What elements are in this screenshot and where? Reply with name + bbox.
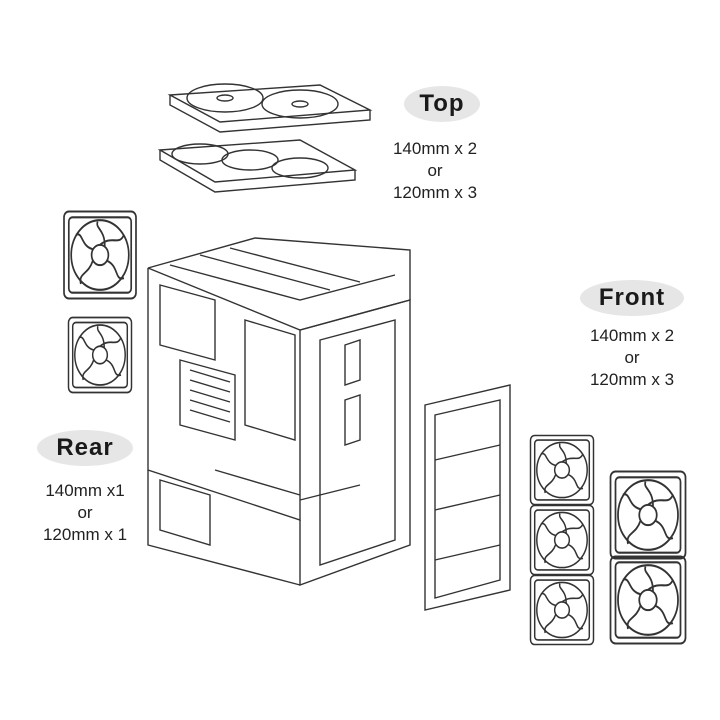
- top-spec-line1: 140mm x 2: [392, 139, 478, 158]
- top-spec-or: or: [427, 161, 443, 180]
- rear-fan-120: [67, 316, 133, 394]
- top-spec-line3: 120mm x 3: [392, 183, 478, 202]
- front-spec-line1: 140mm x 2: [589, 326, 675, 345]
- rear-spec: 140mm x1 or 120mm x 1: [15, 480, 155, 546]
- front-spec-or: or: [624, 348, 640, 367]
- top-fan-tray-120: [157, 139, 358, 193]
- front-label: Front: [580, 280, 684, 316]
- front-fan-120-2: [529, 504, 595, 576]
- front-spec-line3: 120mm x 3: [589, 370, 675, 389]
- front-spec: 140mm x 2 or 120mm x 3: [562, 325, 702, 391]
- front-fan-140-1: [609, 470, 687, 560]
- rear-spec-line1: 140mm x1: [45, 481, 125, 500]
- top-fan-tray-140: [167, 83, 373, 133]
- pc-case: [147, 237, 411, 586]
- front-fan-120-1: [529, 434, 595, 506]
- rear-spec-or: or: [77, 503, 93, 522]
- front-fan-140-2: [609, 555, 687, 645]
- top-label: Top: [404, 86, 480, 122]
- front-fan-120-3: [529, 574, 595, 646]
- rear-spec-line3: 120mm x 1: [42, 525, 128, 544]
- rear-label: Rear: [37, 430, 133, 466]
- top-spec: 140mm x 2 or 120mm x 3: [365, 138, 505, 204]
- front-fan-bracket: [424, 384, 511, 611]
- rear-fan-140: [62, 210, 138, 300]
